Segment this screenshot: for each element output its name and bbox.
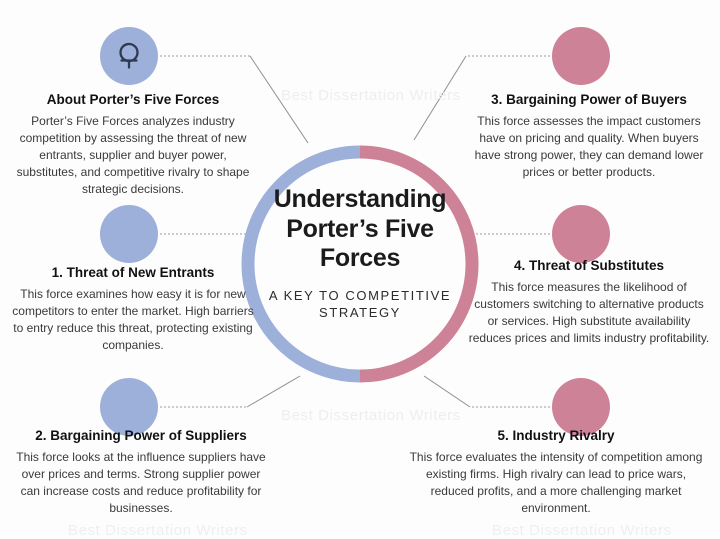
connector-about-diagonal bbox=[249, 55, 309, 144]
section-about-title: About Porter’s Five Forces bbox=[46, 92, 220, 107]
section-force-3: 3. Bargaining Power of Buyers This force… bbox=[468, 92, 710, 181]
connector-force2-diagonal bbox=[246, 375, 301, 408]
central-title-line-2: Porter’s Five bbox=[286, 214, 434, 243]
magnifier-icon bbox=[119, 42, 139, 69]
section-force-2-body: This force looks at the influence suppli… bbox=[16, 449, 266, 515]
central-subtitle-line-1: A KEY TO COMPETITIVE bbox=[268, 287, 452, 303]
section-force-5-body: This force evaluates the intensity of co… bbox=[409, 449, 703, 515]
central-title-line-3: Forces bbox=[319, 244, 401, 272]
node-bullet-about bbox=[100, 27, 158, 85]
section-force-2: 2. Bargaining Power of Suppliers This fo… bbox=[12, 428, 270, 517]
ring-right-half-pink bbox=[359, 145, 479, 383]
section-force-1-body: This force examines how easy it is for n… bbox=[12, 286, 254, 352]
section-force-4-title: 4. Threat of Substitutes bbox=[513, 258, 665, 273]
connector-force3-diagonal bbox=[413, 55, 467, 141]
section-force-2-title: 2. Bargaining Power of Suppliers bbox=[35, 428, 247, 443]
ring-left-half-blue bbox=[241, 145, 361, 383]
central-subtitle: A KEY TO COMPETITIVE STRATEGY bbox=[252, 287, 468, 322]
section-force-5-title: 5. Industry Rivalry bbox=[497, 428, 615, 443]
node-bullet-force-2 bbox=[100, 378, 158, 436]
section-force-1-title: 1. Threat of New Entrants bbox=[51, 265, 215, 280]
section-force-4-body: This force measures the likelihood of cu… bbox=[468, 279, 710, 345]
node-bullet-force-5 bbox=[552, 378, 610, 436]
section-force-5: 5. Industry Rivalry This force evaluates… bbox=[404, 428, 708, 517]
section-force-3-title: 3. Bargaining Power of Buyers bbox=[491, 92, 687, 107]
section-force-4: 4. Threat of Substitutes This force meas… bbox=[468, 258, 710, 347]
central-title-line-1: Understanding bbox=[273, 185, 447, 213]
central-subtitle-line-2: STRATEGY bbox=[319, 305, 401, 321]
section-force-3-body: This force assesses the impact customers… bbox=[474, 113, 704, 179]
central-title-group: Understanding Porter’s Five Forces A KEY… bbox=[252, 185, 468, 322]
section-about: About Porter’s Five Forces Porter’s Five… bbox=[12, 92, 254, 198]
section-about-body: Porter’s Five Forces analyzes industry c… bbox=[16, 113, 250, 196]
node-bullet-force-4 bbox=[552, 205, 610, 263]
section-force-1: 1. Threat of New Entrants This force exa… bbox=[12, 265, 254, 354]
connector-force5-diagonal bbox=[423, 375, 471, 408]
node-bullet-force-1 bbox=[100, 205, 158, 263]
central-ring-graphic bbox=[241, 145, 479, 383]
node-bullet-force-3 bbox=[552, 27, 610, 85]
